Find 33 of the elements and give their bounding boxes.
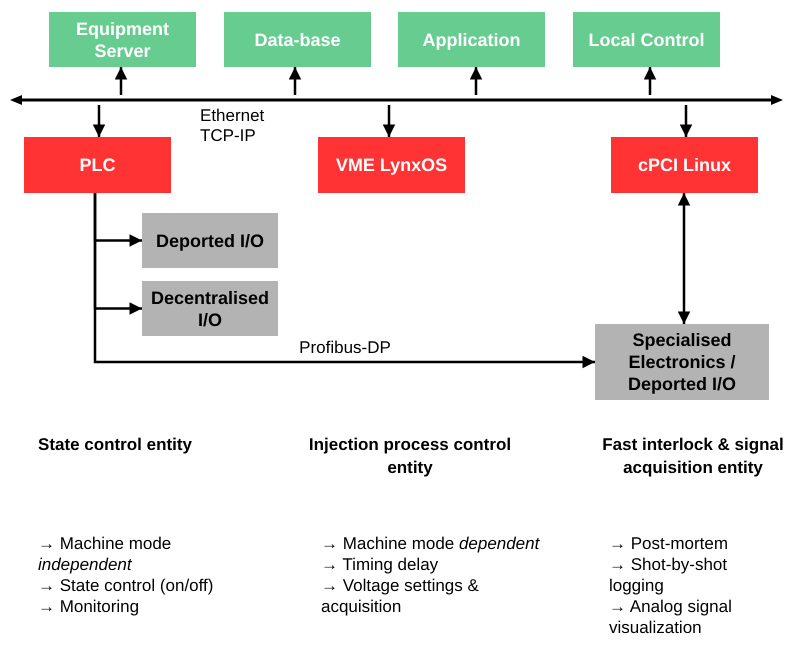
bullet-item: → Machine mode independent [38, 533, 172, 575]
system-box: cPCI Linux [611, 137, 758, 193]
arrow [114, 67, 128, 95]
bullet-item: → Monitoring [38, 596, 140, 617]
arrow [382, 105, 396, 137]
network-bus [10, 95, 783, 105]
system-box: Data-base [224, 12, 371, 67]
column-heading: Injection process control entity [308, 434, 512, 479]
arrow [288, 67, 302, 95]
bullet-item: → State control (on/off) [38, 575, 214, 596]
system-box: PLC [24, 137, 171, 193]
column-heading: Fast interlock & signal acquisition entity [601, 434, 785, 479]
bullet-item: → Shot-by-shot logging [609, 554, 728, 596]
column-heading: State control entity [38, 434, 193, 456]
system-box: Decentralised I/O [142, 281, 278, 336]
arrow [470, 67, 482, 95]
arrow [678, 193, 690, 324]
bullet-item: → Voltage settings & acquisition [321, 575, 480, 617]
system-box: Specialised Electronics / Deported I/O [595, 324, 769, 400]
arrow [644, 67, 656, 95]
bullet-item: → Timing delay [321, 554, 440, 575]
system-box: Deported I/O [142, 213, 278, 268]
arrow [94, 193, 595, 368]
arrow [680, 105, 692, 137]
bullet-item: → Analog signal visualization [609, 596, 733, 638]
system-box: Equipment Server [49, 12, 196, 67]
network-label: Ethernet TCP-IP [200, 106, 266, 146]
system-box: Application [398, 12, 545, 67]
arrow [92, 105, 106, 137]
system-box: Local Control [573, 12, 720, 67]
system-box: VME LynxOS [318, 137, 465, 193]
bullet-item: → Machine mode dependent [321, 533, 541, 554]
bullet-item: → Post-mortem [609, 533, 730, 554]
